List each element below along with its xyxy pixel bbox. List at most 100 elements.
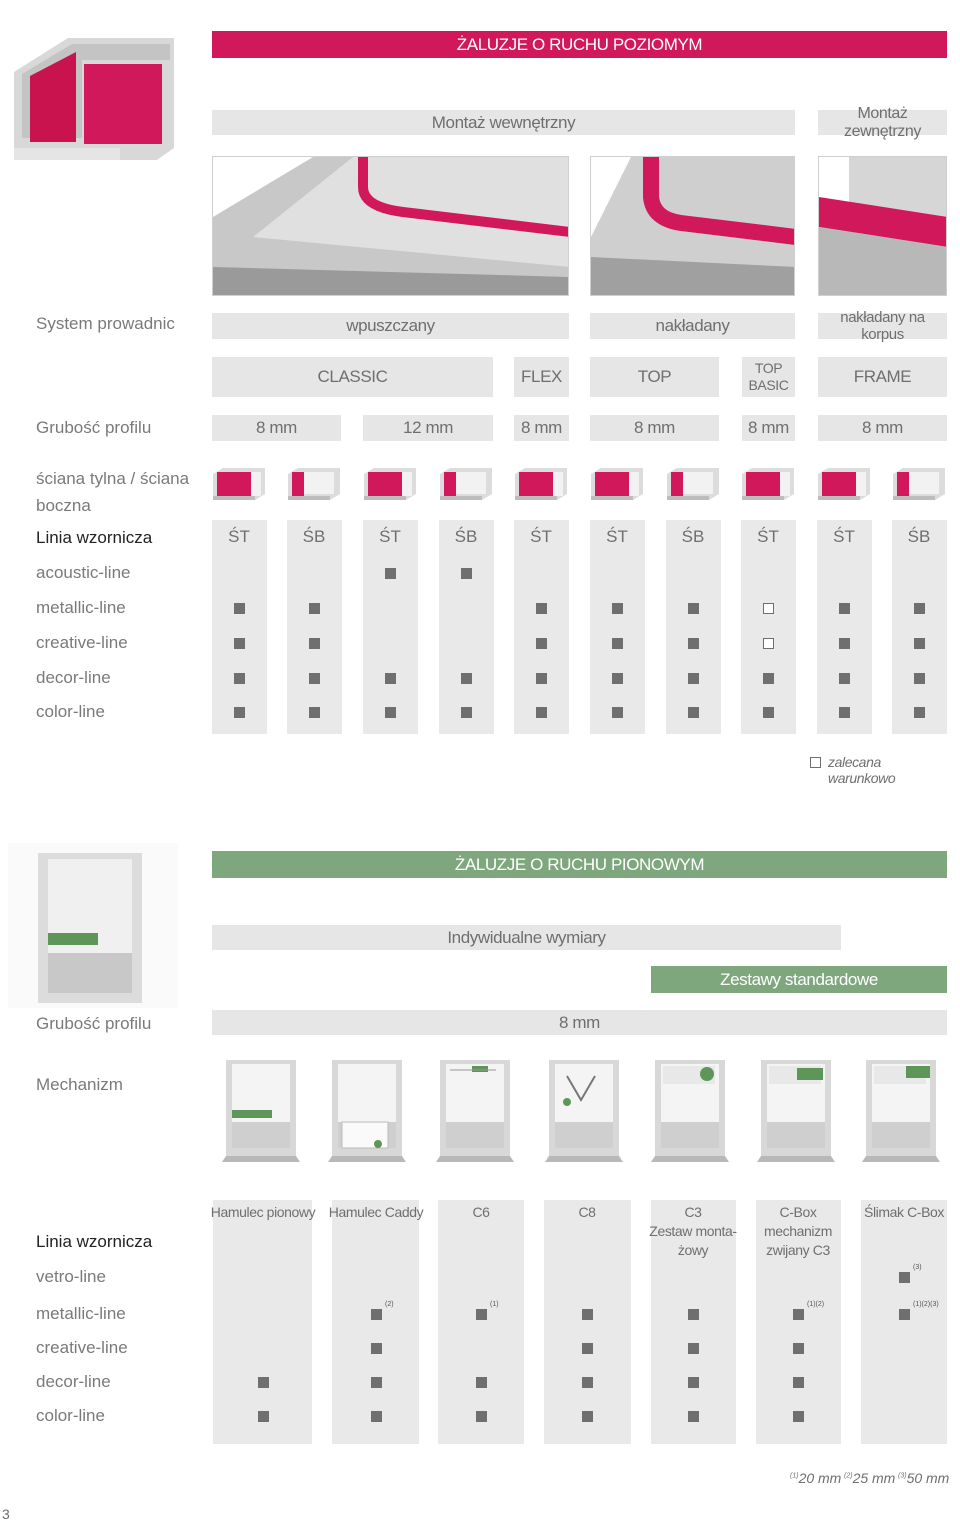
available-mark — [793, 1309, 804, 1320]
available-mark — [839, 603, 850, 614]
row-label-creative-line: creative-line — [36, 1338, 128, 1357]
available-mark — [612, 707, 623, 718]
individual-sizes-label: Indywidualne wymiary — [212, 925, 841, 950]
footnote-2: (2)25 mm — [844, 1470, 896, 1486]
available-mark — [612, 603, 623, 614]
wall-code: ŚT — [757, 527, 779, 546]
mechanism-cabinet-icon — [757, 1052, 837, 1164]
vertical-cabinet-icon — [8, 843, 178, 1008]
grid-column-bg — [362, 520, 418, 734]
available-mark — [793, 1377, 804, 1388]
footnote-ref: (1)(2)(3) — [913, 1301, 939, 1308]
grid-column-bg — [589, 520, 645, 734]
legend: zalecana warunkowo — [810, 754, 950, 786]
available-mark — [688, 1411, 699, 1422]
mechanism-column-header: Ślimak C-Box — [864, 1204, 944, 1220]
mount-external-label: Montaż zewnętrzny — [818, 105, 947, 140]
grid-column-bg — [513, 520, 569, 734]
line-label: Linia wzornicza — [36, 528, 153, 547]
mechanism-column-header: C6 — [472, 1204, 490, 1220]
row-label-vetro-line: vetro-line — [36, 1267, 106, 1286]
section2-title: ŻALUZJE O RUCHU PIONOWYM — [212, 851, 947, 878]
available-mark — [536, 707, 547, 718]
grid-column-bg — [332, 1200, 419, 1444]
wall-code: ŚB — [681, 527, 705, 546]
available-mark — [234, 638, 245, 649]
available-mark — [763, 673, 774, 684]
side-wall-cabinet-icon — [891, 466, 947, 500]
available-mark — [309, 638, 320, 649]
line-label-2: Linia wzornicza — [36, 1232, 153, 1251]
grid-column-bg — [861, 1200, 947, 1444]
variant-classic: CLASSIC — [212, 357, 493, 397]
thickness-label-2: Grubość profilu — [36, 1014, 152, 1033]
section1-title: ŻALUZJE O RUCHU POZIOMYM — [212, 31, 947, 58]
row-label-decor-line: decor-line — [36, 1372, 111, 1391]
available-mark — [234, 707, 245, 718]
horizontal-cabinet-icon — [8, 30, 178, 186]
grid-column-bg — [816, 520, 872, 734]
available-mark — [688, 1377, 699, 1388]
side-wall-cabinet-icon — [438, 466, 494, 500]
system-label: System prowadnic — [36, 314, 175, 333]
conditional-mark — [763, 603, 774, 614]
grid-column-bg — [438, 520, 494, 734]
footnote-ref: (2) — [385, 1301, 394, 1308]
available-mark — [688, 673, 699, 684]
profile-image-internal-2 — [590, 156, 795, 296]
back-wall-cabinet-icon — [513, 466, 569, 500]
grid-column-bg — [211, 520, 267, 734]
footnote-ref: (1) — [490, 1301, 499, 1308]
available-mark — [309, 603, 320, 614]
row-label-decor-line: decor-line — [36, 668, 111, 687]
available-mark — [899, 1309, 910, 1320]
available-mark — [476, 1309, 487, 1320]
available-mark — [234, 603, 245, 614]
available-mark — [371, 1377, 382, 1388]
wall-code: ŚT — [530, 527, 552, 546]
mechanism-label: Mechanizm — [36, 1075, 123, 1094]
conditional-mark — [763, 638, 774, 649]
available-mark — [688, 1343, 699, 1354]
wall-code: ŚB — [907, 527, 931, 546]
thickness-value-4: 8 mm — [590, 415, 719, 441]
wall-code: ŚT — [379, 527, 401, 546]
available-mark — [309, 673, 320, 684]
side-wall-cabinet-icon — [665, 466, 721, 500]
grid-column-bg — [756, 1200, 841, 1444]
grid-column-bg — [544, 1200, 631, 1444]
available-mark — [385, 707, 396, 718]
grid-column-bg — [651, 1200, 736, 1444]
available-mark — [688, 1309, 699, 1320]
available-mark — [582, 1309, 593, 1320]
row-label-acoustic-line: acoustic-line — [36, 563, 131, 582]
variant-frame: FRAME — [818, 357, 947, 397]
mechanism-cabinet-icon — [222, 1052, 302, 1164]
available-mark — [839, 673, 850, 684]
grid-column-bg — [740, 520, 796, 734]
thickness-value-3: 8 mm — [514, 415, 569, 441]
mechanism-cabinet-icon — [328, 1052, 408, 1164]
thickness-value-6: 8 mm — [818, 415, 947, 441]
available-mark — [371, 1343, 382, 1354]
available-mark — [258, 1377, 269, 1388]
mount-internal-label: Montaż wewnętrzny — [212, 110, 795, 135]
available-mark — [914, 707, 925, 718]
mechanism-column-header: C-Box mechanizm zwijany C3 — [764, 1204, 832, 1258]
available-mark — [385, 568, 396, 579]
mechanism-cabinet-icon — [862, 1052, 942, 1164]
back-wall-cabinet-icon — [589, 466, 645, 500]
available-mark — [688, 707, 699, 718]
available-mark — [309, 707, 320, 718]
available-mark — [612, 673, 623, 684]
available-mark — [258, 1411, 269, 1422]
available-mark — [536, 638, 547, 649]
available-mark — [612, 638, 623, 649]
wall-code: ŚT — [228, 527, 250, 546]
variant-top: TOP — [590, 357, 719, 397]
row-label-color-line: color-line — [36, 1406, 105, 1425]
footnote-ref: (3) — [913, 1264, 922, 1271]
grid-column-bg — [891, 520, 947, 734]
available-mark — [582, 1343, 593, 1354]
grid-column-bg — [286, 520, 342, 734]
